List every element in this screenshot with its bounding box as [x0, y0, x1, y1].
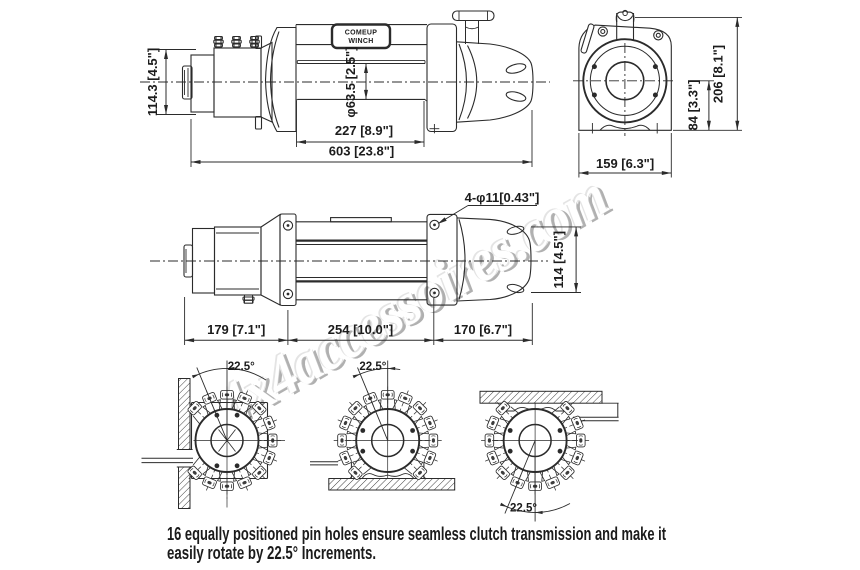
svg-text:84 [3.3"]: 84 [3.3"]	[686, 80, 701, 131]
svg-text:22.5°: 22.5°	[359, 361, 386, 373]
svg-text:159 [6.3"]: 159 [6.3"]	[596, 156, 654, 171]
svg-text:170 [6.7"]: 170 [6.7"]	[454, 322, 512, 337]
svg-text:179 [7.1"]: 179 [7.1"]	[207, 322, 265, 337]
svg-text:227 [8.9"]: 227 [8.9"]	[335, 123, 393, 138]
svg-text:114 [4.5"]: 114 [4.5"]	[551, 231, 566, 288]
svg-text:easily rotate by 22.5° Increme: easily rotate by 22.5° Increments.	[167, 542, 376, 563]
svg-text:254 [10.0"]: 254 [10.0"]	[328, 322, 393, 337]
svg-text:16 equally positioned pin hole: 16 equally positioned pin holes ensure s…	[167, 523, 666, 544]
svg-text:φ63.5 [2.5"]: φ63.5 [2.5"]	[343, 46, 358, 117]
svg-text:603 [23.8"]: 603 [23.8"]	[329, 143, 394, 158]
svg-text:4-φ11[0.43"]: 4-φ11[0.43"]	[465, 190, 540, 205]
svg-text:22.5°: 22.5°	[228, 361, 255, 373]
svg-text:COMEUP: COMEUP	[345, 30, 378, 37]
svg-text:22.5°: 22.5°	[510, 503, 537, 515]
svg-text:114.3 [4.5"]: 114.3 [4.5"]	[145, 48, 160, 116]
svg-text:206 [8.1"]: 206 [8.1"]	[711, 45, 726, 103]
svg-text:WINCH: WINCH	[348, 38, 373, 45]
